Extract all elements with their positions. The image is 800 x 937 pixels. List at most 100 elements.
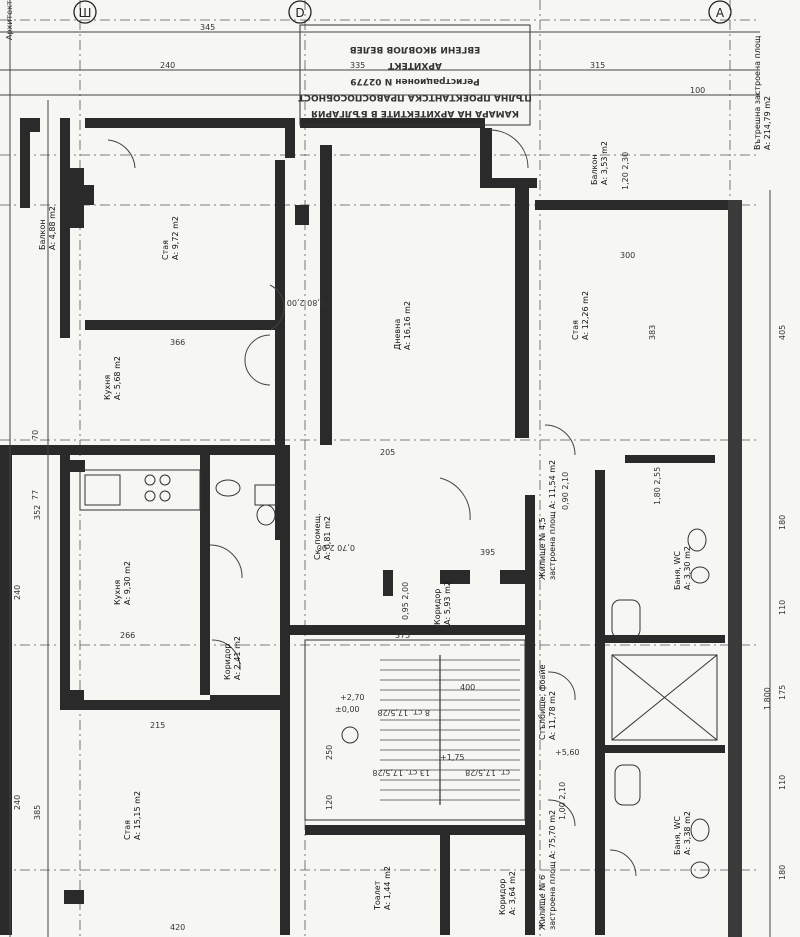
dim-right-6: 180 (778, 865, 787, 880)
dim-mid-11: 383 (648, 325, 657, 340)
door-note-3: 0,70 2,00 (317, 543, 355, 552)
dim-mid-4: 120 (325, 795, 334, 810)
dimension-lines (0, 0, 771, 937)
bathroom-fixtures (215, 479, 718, 879)
door-note-6: 1,20 2,30 (621, 152, 630, 190)
room-name-room-bottom: Стая (123, 820, 132, 840)
room-area-hall: А: 5,93 m2 (443, 581, 452, 625)
axis-label-sh: Ш (79, 6, 92, 20)
dim-top-1: 240 (160, 61, 175, 70)
dim-left-3: 240 (13, 795, 22, 810)
room-area-bath-wc-bottom: А: 3,38 m2 (683, 811, 692, 855)
room-area-total: А: 214,79 m2 (763, 96, 772, 150)
dimension-labels: 345 240 335 315 100 352 385 240 240 70 7… (13, 23, 787, 932)
dim-mid-6: 215 (150, 721, 165, 730)
dim-right-4: 1.800 (763, 687, 772, 710)
door-note-5: 1,80 2,55 (653, 467, 662, 505)
corner-note: Архитект 7. Дървен (5, 0, 14, 40)
stamp-line2: ПЪЛНА ПРОЕКТАНТСКА ПРАВОСПОСОБНОСТ (297, 92, 532, 102)
room-name-living-top: Дневна (393, 319, 402, 350)
stair-note-0: 8 ст. 17,5/28 (378, 708, 430, 717)
door-note-2: 1,00 2,10 (558, 782, 567, 820)
door-notes: 0,80 2,00 0,90 2,10 1,00 2,10 0,70 2,00 … (287, 152, 662, 820)
elevation-3: +5,60 (555, 748, 580, 757)
room-name-balcony-right: Балкон (590, 155, 599, 185)
room-name-corridor-left: Коридор (223, 644, 232, 680)
room-area-room-right: А: 12,26 m2 (581, 291, 590, 340)
stamp-line4: АРХИТЕКТ (387, 60, 442, 70)
dim-right-2: 110 (778, 600, 787, 615)
room-area-balcony-top-left: А: 4,88 m2 (48, 206, 57, 250)
elevation-marks: ±0,00 +1,75 +2,70 +5,60 (335, 693, 580, 762)
room-area-living-top: А: 16,16 m2 (403, 301, 412, 350)
room-name-wc-bottom: Тоалет (373, 880, 382, 911)
dim-top-3: 315 (590, 61, 605, 70)
room-area-storage: А: 0,81 m2 (323, 516, 332, 560)
dim-top-4: 100 (690, 86, 705, 95)
room-name-balcony-top-left: Балкон (38, 220, 47, 250)
room-area-kitchen-left-top: А: 5,68 m2 (113, 356, 122, 400)
room-name-kitchen-left: Кухня (113, 580, 122, 605)
room-name-room-right: Стая (571, 320, 580, 340)
axis-label-a: A (716, 6, 725, 20)
room-area-balcony-right: А: 3,53 m2 (600, 141, 609, 185)
room-name-storage: Ск. помещ. (313, 513, 322, 560)
dim-left-4: 70 (31, 430, 40, 440)
room-name-stair-foyer: Стълбище, фоайе (538, 664, 547, 740)
room-name-apt6: Жилище № 6 (538, 875, 547, 930)
dim-mid-10: 300 (620, 251, 635, 260)
dim-mid-1: 375 (395, 631, 410, 640)
dim-mid-5: 420 (170, 923, 185, 932)
dim-mid-7: 366 (170, 338, 185, 347)
staircase (304, 639, 526, 821)
corner-note-text: Архитект 7. Дървен (5, 0, 14, 40)
room-name-corridor-bottom: Коридор (498, 879, 507, 915)
room-area-stair-foyer: А: 11,78 m2 (548, 691, 557, 740)
axis-markers: Ш D A (73, 0, 732, 24)
stamp-line1: КАМАРА НА АРХИТЕКТИТЕ В БЪЛГАРИЯ (311, 108, 519, 118)
room-name-bedroom-top: Стая (161, 240, 170, 260)
room-labels: Балкон А: 4,88 m2 Стая А: 9,72 m2 Дневна… (38, 35, 772, 930)
dim-left-5: 77 (31, 490, 40, 500)
dim-right-0: 405 (778, 325, 787, 340)
room-area-kitchen-left: А: 9,30 m2 (123, 561, 132, 605)
room-name-bath-wc-bottom: Баня, WC (673, 816, 682, 855)
elevation-2: +2,70 (340, 693, 365, 702)
elevation-1: +1,75 (440, 753, 465, 762)
door-note-4: 0,95 2,00 (401, 582, 410, 620)
door-swings (107, 129, 637, 877)
dim-top-0: 345 (200, 23, 215, 32)
stamp-line3: Регистрационен N 02779 (350, 76, 480, 86)
dim-top-2: 335 (350, 61, 365, 70)
room-name-apt45: Жилище № 4,5 (538, 517, 547, 580)
room-area-apt45: застроена площ А: 11,54 m2 (548, 460, 557, 580)
dim-left-0: 352 (33, 505, 42, 520)
stair-notes: 8 ст. 17,5/28 13 ст. 17,5/28 ст. 17,5/28 (372, 708, 510, 777)
dim-mid-9: 395 (480, 548, 495, 557)
room-area-bath-wc-top: А: 3,30 m2 (683, 546, 692, 590)
dim-mid-3: 250 (325, 745, 334, 760)
room-name-hall: Коридор (433, 589, 442, 625)
room-area-apt6: застроена площ А: 75,70 m2 (548, 810, 557, 930)
room-area-room-bottom: А: 15,15 m2 (133, 791, 142, 840)
dim-mid-2: 400 (460, 683, 475, 692)
room-name-bath-wc-top: Баня, WC (673, 551, 682, 590)
room-name-total: Вътрешна застроена площ (753, 35, 762, 150)
architect-stamp: КАМАРА НА АРХИТЕКТИТЕ В БЪЛГАРИЯ ПЪЛНА П… (297, 24, 532, 126)
dim-mid-0: 266 (120, 631, 135, 640)
room-area-wc-bottom: А: 1,44 m2 (383, 866, 392, 910)
stair-note-1: 13 ст. 17,5/28 (372, 768, 430, 777)
room-area-corridor-left: А: 2,41 m2 (233, 636, 242, 680)
elevation-0: ±0,00 (335, 705, 360, 714)
dim-right-1: 180 (778, 515, 787, 530)
dim-right-5: 110 (778, 775, 787, 790)
axis-label-d: D (295, 6, 304, 20)
dim-mid-8: 205 (380, 448, 395, 457)
room-name-kitchen-left-top: Кухня (103, 375, 112, 400)
stamp-line5: ЕВГЕНИ ЯКОВЛОВ ВЕЛЕВ (350, 44, 481, 54)
kitchen-fixtures (79, 469, 201, 511)
dim-left-2: 240 (13, 585, 22, 600)
stair-note-2: ст. 17,5/28 (465, 768, 510, 777)
